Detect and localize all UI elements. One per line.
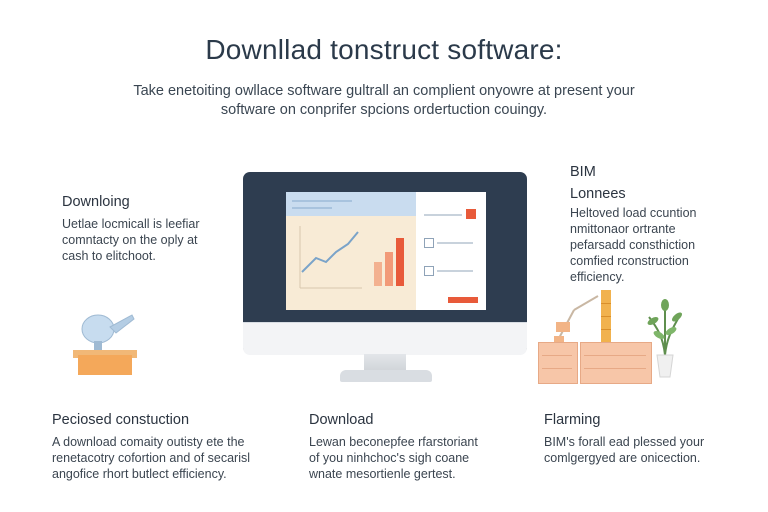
screen-header-bar [292,200,352,202]
bim-text: Heltoved load ccuntion nmittonaor ortran… [570,205,696,285]
download-heading: Download [309,412,374,428]
bim-text-line: nmittonaor ortrante [570,222,676,236]
bim-heading-line: BIM [570,164,596,180]
plant-icon [647,299,682,378]
preciosed-construction-heading: Peciosed constuction [52,412,190,428]
download-text: Lewan beconepfee rfarstoriant of you nin… [309,434,478,482]
screen-bar [396,238,404,286]
drawer-line [584,368,646,369]
screen-header-bar [292,207,332,209]
screen-chart-header [286,192,416,216]
screen-side-row [437,270,473,272]
downloading-text: Uetlae locmicall is leefiar comntacty on… [62,216,200,264]
preciosed-text-line: angofice rhort butlect efficiency. [52,467,227,481]
desk-right-cabinet [580,342,652,384]
bim-heading: BIM Lonnees [570,164,626,202]
page-title: Downllad tonstruct software: [205,34,563,65]
page-subtitle: Take enetoiting owllace software gultral… [133,83,635,118]
flarming-text-line: comlgergyed are onicection. [544,451,701,465]
drawer-line [542,355,572,356]
download-text-line: Lewan beconepfee rfarstoriant [309,435,478,449]
shelf-mark [601,329,611,330]
preciosed-text-line: A download comaity outisty ete the [52,435,245,449]
line-chart-icon [299,226,362,289]
preciosed-text-line: renetacotry cofortion and of secarisl [52,451,251,465]
screen-side-row [424,214,462,216]
desk-lamp-icon [554,295,599,342]
downloading-text-line: cash to elitchoot. [62,249,156,263]
desk-fan-icon [81,314,135,351]
bim-heading-line: Lonnees [570,186,626,202]
bim-text-line: efficiency. [570,270,625,284]
bim-text-line: pefarsadd consthiction [570,238,696,252]
monitor-neck [364,354,406,372]
downloading-text-line: Uetlae locmicall is leefiar [62,217,200,231]
screen-red-button [448,297,478,303]
preciosed-construction-text: A download comaity outisty ete the renet… [52,434,250,482]
shelf-mark [601,303,611,304]
screen-checkbox [424,266,434,276]
drawer-line [584,355,646,356]
flarming-text-line: BIM's forall ead plessed your [544,435,705,449]
downloading-heading: Downloing [62,194,130,210]
screen-side-row [437,242,473,244]
flarming-text: BIM's forall ead plessed your comlgergye… [544,434,704,466]
flarming-heading: Flarming [544,412,601,428]
download-text-line: wnate mesortienle gertest. [309,467,456,481]
shelf-mark [601,316,611,317]
screen-bar [385,252,393,286]
screen-red-chip [466,209,476,219]
screen-bar [374,262,382,286]
download-text-line: of you ninhchoc's sigh coane [309,451,470,465]
drawer-line [542,368,572,369]
downloading-text-line: comntacty on the oply at [62,233,198,247]
screen-checkbox [424,238,434,248]
monitor-base [340,370,432,382]
fan-stand [78,355,132,375]
monitor-chin [243,322,527,355]
desk-left-cabinet [538,342,578,384]
bim-text-line: Heltoved load ccuntion [570,206,697,220]
fan-stand-top [73,350,137,358]
bim-text-line: comfied rconstruction [570,254,689,268]
